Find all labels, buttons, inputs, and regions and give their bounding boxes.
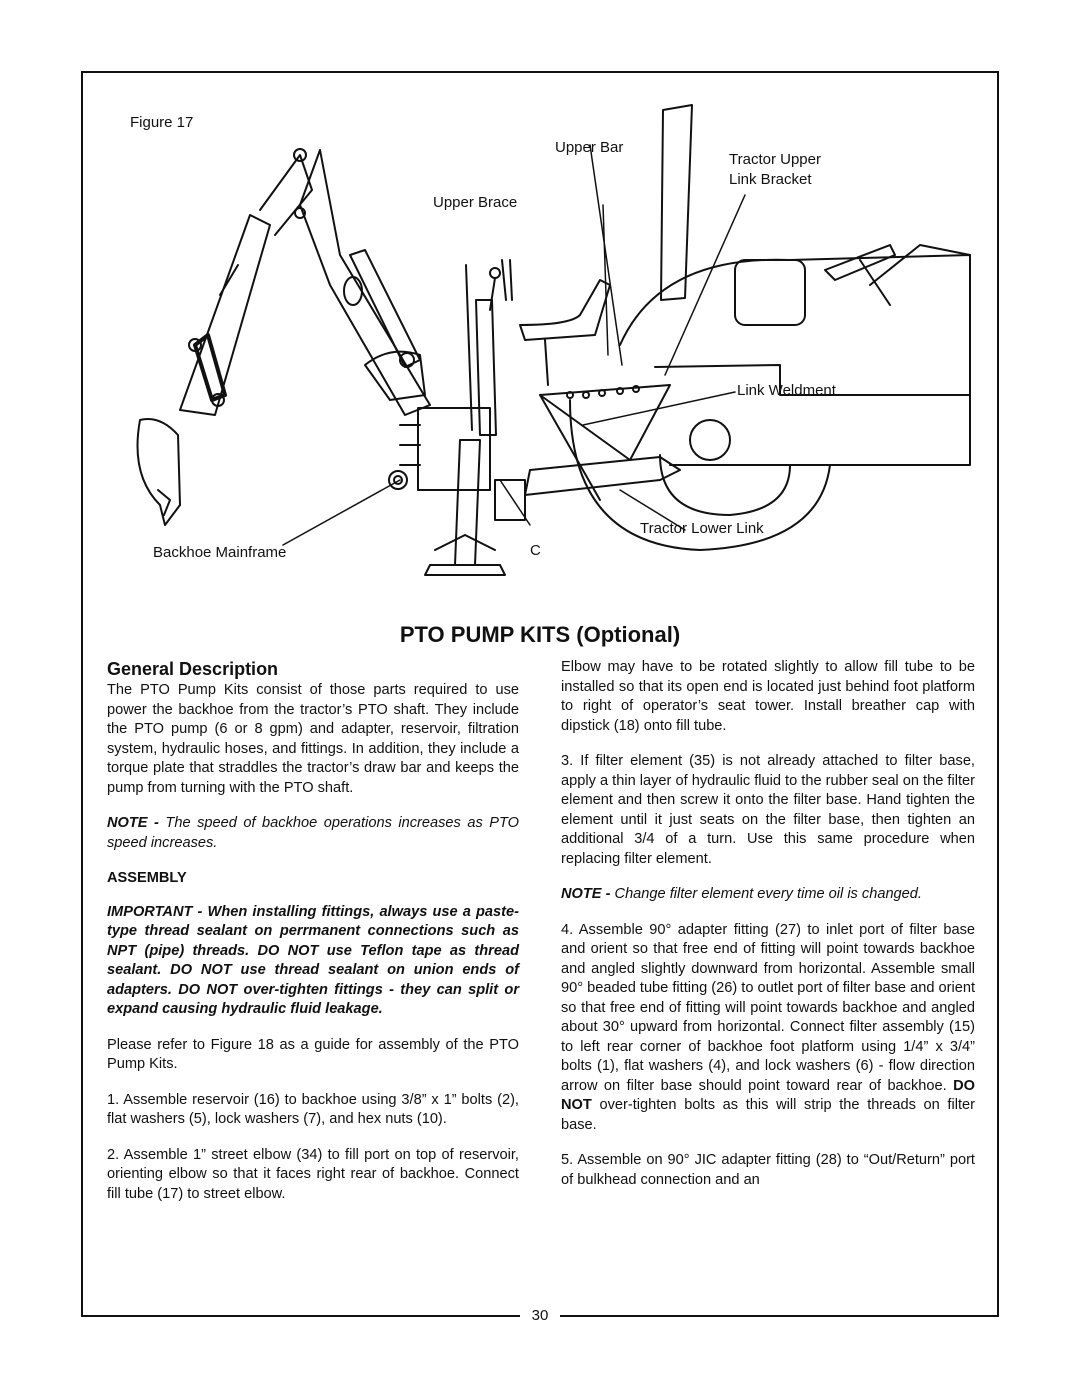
figure-17: Figure 17 Upper Bar Tractor Upper Link B… (100, 95, 980, 600)
step-5: 5. Assemble on 90° JIC adapter fitting (… (561, 1152, 975, 1188)
label-upper-brace: Upper Brace (433, 194, 518, 211)
step-4-bold: DO NOT (561, 1077, 975, 1114)
label-upper-bar: Upper Bar (555, 139, 624, 156)
step-2: 2. Assemble 1” street elbow (34) to fill… (107, 1146, 519, 1202)
assembly-heading: ASSEMBLY (107, 870, 187, 886)
right-column: Elbow may have to be rotated slightly to… (561, 658, 975, 1206)
step-4-text-a: 4. Assemble 90° adapter fitting (27) to … (561, 921, 975, 1094)
note-text: Change filter element every time oil is … (610, 886, 922, 902)
step-4-text-b: over-tighten bolts as this will strip th… (561, 1097, 975, 1133)
label-link-bracket: Link Bracket (729, 171, 812, 188)
label-c: C (530, 542, 541, 559)
important-notice: IMPORTANT - When installing fittings, al… (107, 903, 519, 1018)
note-pto-speed: NOTE - The speed of backhoe operations i… (107, 814, 519, 853)
general-description-heading: General Description (107, 659, 279, 679)
note-label: NOTE - (561, 886, 611, 902)
label-tractor-lower-link: Tractor Lower Link (640, 520, 764, 537)
note-filter: NOTE - Change filter element every time … (561, 885, 975, 905)
figure-caption: Figure 17 (130, 114, 194, 131)
step-2-continued: Elbow may have to be rotated slightly to… (561, 659, 975, 734)
step-3: 3. If filter element (35) is not already… (561, 753, 975, 867)
note-label: NOTE - (107, 815, 159, 831)
backhoe-tractor-illustration (136, 104, 971, 576)
step-4: 4. Assemble 90° adapter fitting (27) to … (561, 921, 975, 1136)
label-tractor-upper: Tractor Upper (729, 151, 821, 168)
label-link-weldment: Link Weldment (737, 382, 836, 399)
page-number: 30 (520, 1307, 560, 1324)
left-column: General Description The PTO Pump Kits co… (107, 658, 519, 1220)
label-backhoe-mainframe: Backhoe Mainframe (153, 544, 287, 561)
refer-paragraph: Please refer to Figure 18 as a guide for… (107, 1036, 519, 1073)
step-1: 1. Assemble reservoir (16) to backhoe us… (107, 1091, 519, 1128)
note-text: The speed of backhoe operations increase… (107, 815, 519, 851)
intro-paragraph: The PTO Pump Kits consist of those parts… (107, 682, 519, 796)
section-title: PTO PUMP KITS (Optional) (399, 622, 681, 647)
